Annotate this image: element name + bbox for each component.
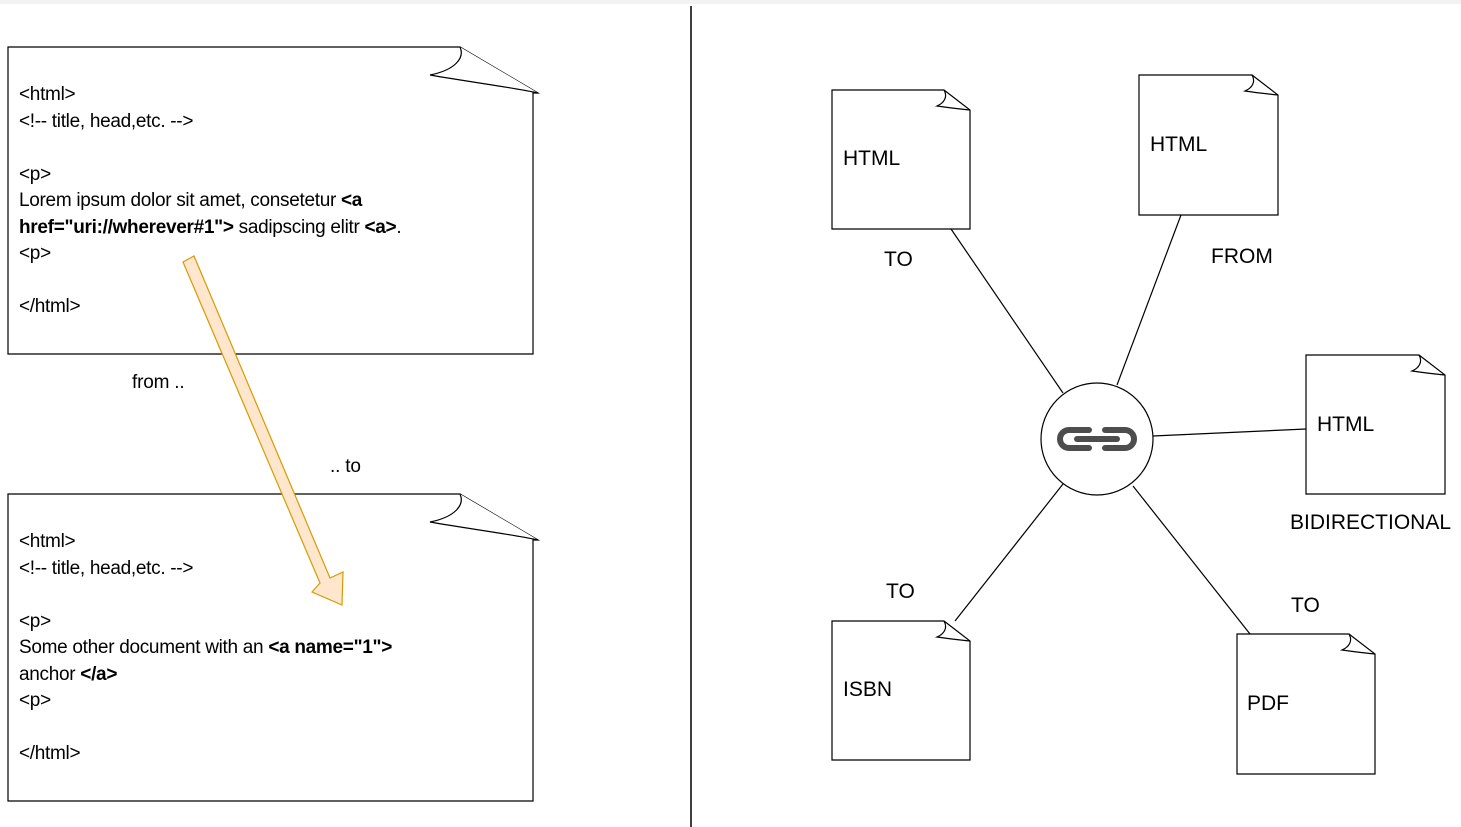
- code-line: Lorem ipsum dolor sit amet, consetetur <…: [19, 188, 401, 215]
- code-line: </html>: [19, 741, 392, 768]
- doc3-relation: BIDIRECTIONAL: [1290, 511, 1452, 534]
- code-text: <p>: [19, 690, 51, 711]
- connection-doc1: [950, 228, 1064, 394]
- doc-shape-5[interactable]: [1236, 633, 1376, 775]
- doc5-label: PDF: [1247, 692, 1289, 715]
- code-line: <p>: [19, 162, 401, 189]
- connection-doc2: [1116, 214, 1182, 386]
- connection-lines: [950, 214, 1307, 635]
- code-text: <p>: [19, 610, 51, 632]
- doc1-label: HTML: [843, 147, 901, 170]
- code-text: anchor: [19, 663, 81, 685]
- link-arrow[interactable]: [182, 255, 344, 606]
- code-line: [19, 268, 401, 295]
- doc4-label: ISBN: [843, 678, 893, 701]
- code-text: <!-- title, head,etc. -->: [19, 557, 194, 579]
- code-line: <!-- title, head,etc. -->: [19, 556, 392, 583]
- source-document-code: <html> <!-- title, head,etc. --> <p> Lorem …: [19, 82, 402, 321]
- code-text: sadipscing elitr: [233, 216, 365, 238]
- doc4-relation: TO: [886, 580, 915, 603]
- code-line: [19, 582, 392, 609]
- doc-shape-1[interactable]: [831, 89, 971, 230]
- code-text: Lorem ipsum dolor sit amet, consetetur: [19, 190, 341, 211]
- code-line: </html>: [19, 294, 401, 321]
- link-hub[interactable]: [1040, 382, 1154, 496]
- code-text: .: [396, 216, 402, 238]
- code-line: <p>: [19, 688, 392, 715]
- code-line: anchor </a>: [19, 662, 392, 689]
- source-document-shape[interactable]: [7, 46, 541, 355]
- code-line: <html>: [19, 529, 392, 556]
- code-line: Some other document with an <a name="1">: [19, 635, 392, 662]
- doc1-relation: TO: [884, 248, 913, 271]
- code-line: [19, 715, 392, 742]
- code-text: <!-- title, head,etc. -->: [19, 110, 194, 132]
- target-document-shape[interactable]: [7, 493, 541, 802]
- doc5-relation: TO: [1291, 594, 1320, 617]
- code-text: Some other document with an: [19, 637, 269, 658]
- code-line: <html>: [19, 82, 401, 109]
- doc-shape-2[interactable]: [1138, 74, 1279, 216]
- connection-doc3: [1152, 428, 1307, 437]
- code-text: <html>: [19, 531, 76, 552]
- code-text: </html>: [19, 296, 81, 317]
- doc2-label: HTML: [1150, 133, 1208, 156]
- code-line: <p>: [19, 609, 392, 636]
- to-label: .. to: [330, 456, 361, 477]
- from-label: from ..: [132, 372, 185, 393]
- code-line: href="uri://wherever#1"> sadipscing elit…: [19, 215, 402, 242]
- code-text: <p>: [19, 243, 51, 264]
- code-line: [19, 135, 401, 162]
- code-markup-bold: href="uri://wherever#1">: [19, 216, 234, 238]
- code-markup-bold: </a>: [80, 663, 118, 685]
- target-document-code: <html> <!-- title, head,etc. --> <p> Some o…: [19, 529, 392, 768]
- doc-shape-3[interactable]: [1305, 354, 1446, 495]
- code-text: </html>: [19, 743, 81, 764]
- link-icon: [1057, 427, 1137, 451]
- code-line: <!-- title, head,etc. -->: [19, 109, 401, 136]
- code-text: <html>: [19, 84, 76, 105]
- code-markup-bold: <a: [341, 190, 363, 211]
- code-line: <p>: [19, 241, 401, 268]
- connection-doc4: [954, 483, 1064, 622]
- doc2-relation: FROM: [1211, 245, 1273, 268]
- top-band: [0, 0, 1461, 4]
- code-markup-bold: <a name="1">: [268, 637, 393, 658]
- code-text: <p>: [19, 163, 51, 185]
- doc3-label: HTML: [1317, 413, 1375, 436]
- code-markup-bold: <a>: [364, 216, 397, 238]
- connection-doc5: [1132, 485, 1251, 635]
- doc-shape-4[interactable]: [831, 620, 971, 761]
